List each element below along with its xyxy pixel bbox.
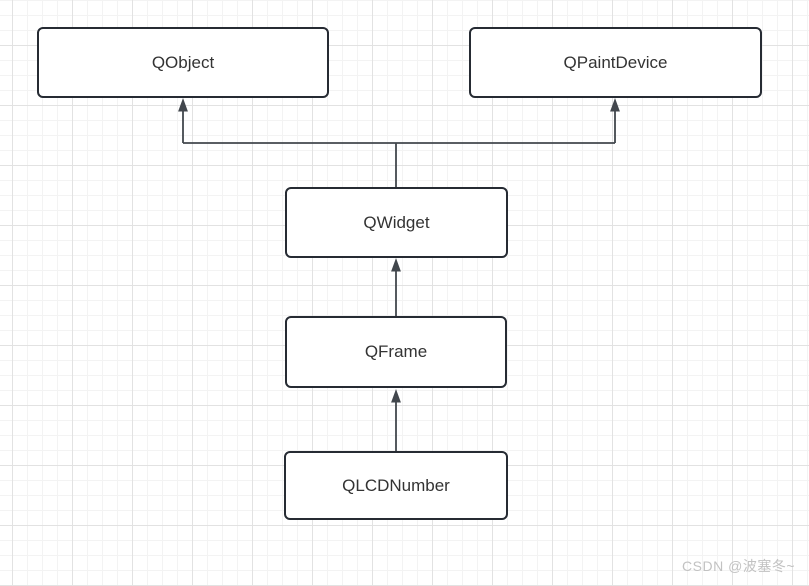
arrowhead-to-qframe <box>391 389 401 403</box>
edge-qframe-to-qwidget <box>391 258 401 316</box>
node-qwidget[interactable]: QWidget <box>285 187 508 258</box>
arrowhead-to-qpaintdevice <box>610 98 620 112</box>
node-label: QWidget <box>363 212 430 232</box>
edge-qwidget-to-qobject-qpaintdevice <box>178 98 620 187</box>
node-label: QLCDNumber <box>342 475 450 495</box>
node-qlcdnumber[interactable]: QLCDNumber <box>284 451 508 520</box>
node-qobject[interactable]: QObject <box>37 27 329 98</box>
edge-qlcdnumber-to-qframe <box>391 389 401 451</box>
node-label: QObject <box>151 52 215 72</box>
arrowhead-to-qwidget <box>391 258 401 272</box>
node-label: QFrame <box>364 342 428 361</box>
arrowhead-to-qobject <box>178 98 188 112</box>
node-qframe[interactable]: QFrame <box>285 316 507 388</box>
node-qpaintdevice[interactable]: QPaintDevice <box>469 27 762 98</box>
node-label: QPaintDevice <box>563 52 668 72</box>
watermark: CSDN @波塞冬~ <box>682 558 795 574</box>
